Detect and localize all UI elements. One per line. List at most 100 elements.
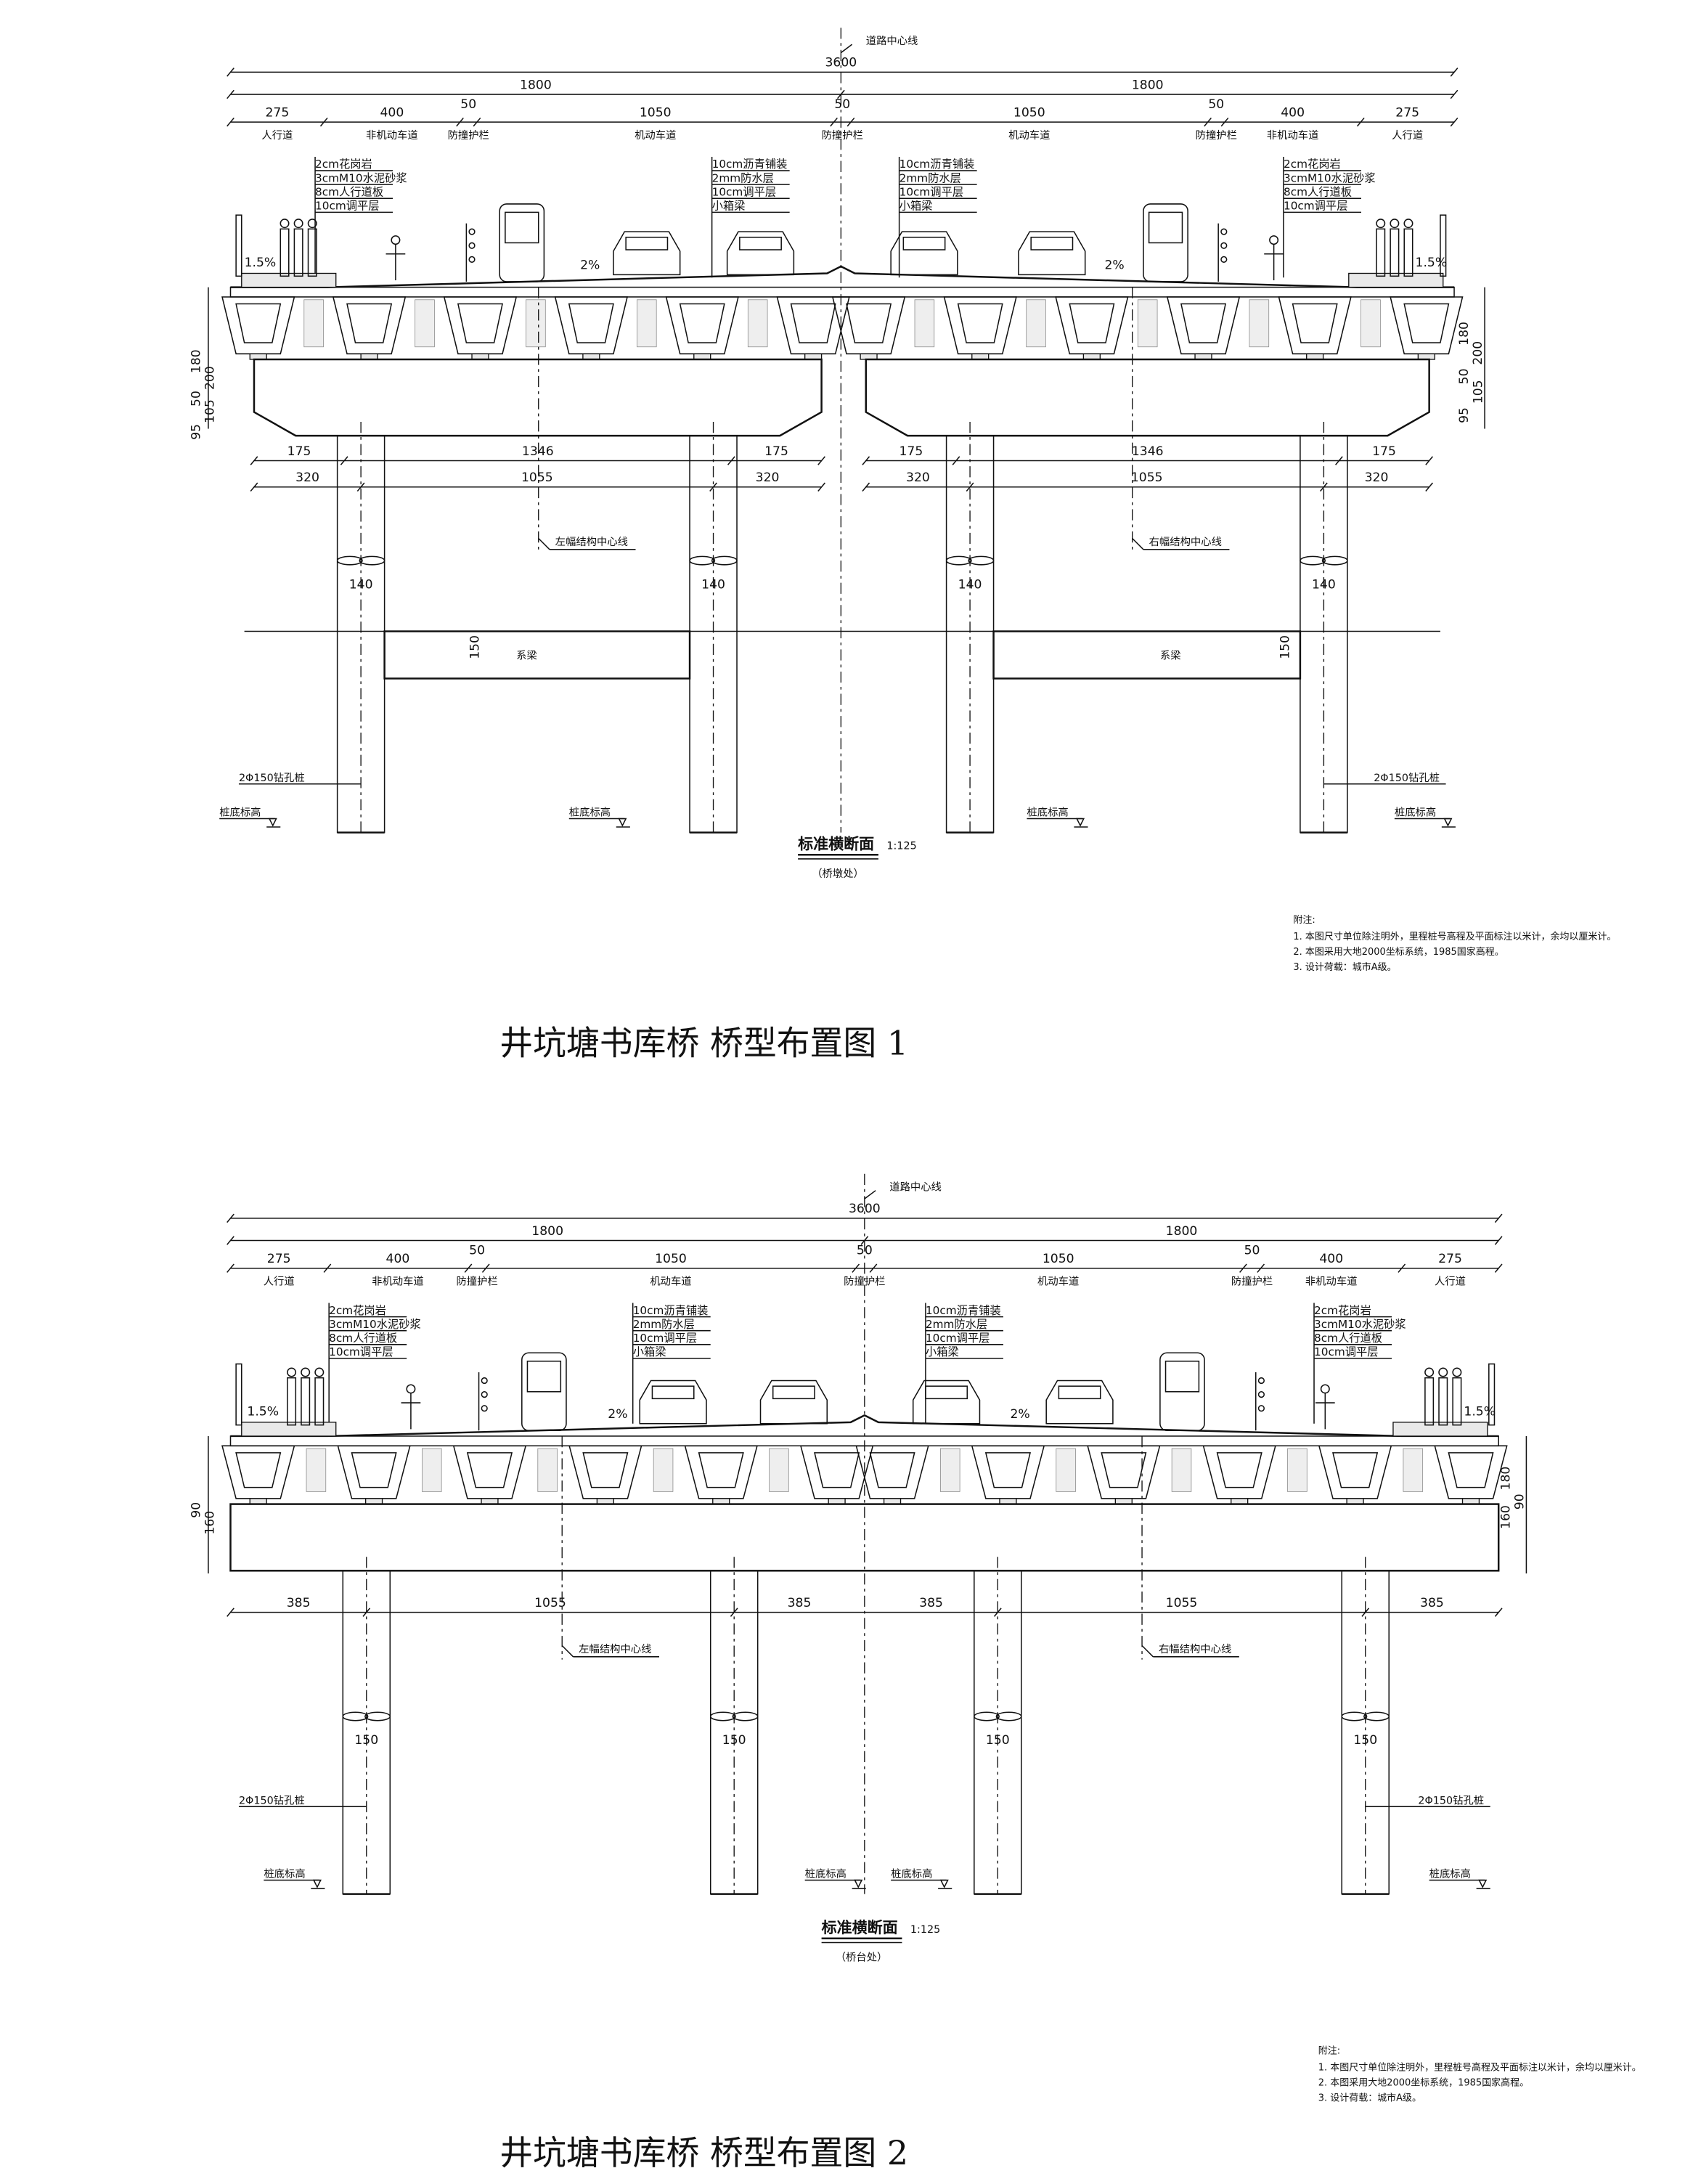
cyclist-icon	[1320, 1384, 1330, 1394]
dim-tick	[966, 482, 974, 492]
structure-centerline-label: 右幅结构中心线	[1149, 536, 1222, 548]
pile-break	[732, 1711, 759, 1721]
lane-label: 防撞护栏	[1196, 129, 1237, 142]
dim-tick	[846, 117, 855, 127]
pile-break	[359, 555, 385, 566]
wet-joint	[914, 299, 935, 348]
box-girder-cell	[1101, 1452, 1147, 1488]
note-item: 1. 本图尺寸单位除注明外，里程桩号高程及平面标注以米计，余均以厘米计。	[1293, 931, 1616, 942]
cross-slope-label: 2%	[580, 258, 600, 273]
height-dim-left: 95	[189, 424, 203, 440]
signal-light	[481, 1391, 488, 1398]
height-dim-right: 200	[1471, 341, 1485, 365]
dim-tick	[1257, 1263, 1265, 1273]
cyclist-icon	[391, 235, 401, 245]
cap-dim: 175	[287, 444, 311, 459]
signal-light	[468, 256, 476, 263]
wet-joint	[1056, 1448, 1076, 1492]
tie-beam-height: 150	[468, 635, 483, 659]
layer-label: 10cm沥青铺装	[633, 1304, 709, 1317]
dim-tick	[869, 1263, 878, 1273]
box-girder-cell	[466, 1452, 513, 1488]
small-box-girder	[1087, 1445, 1161, 1499]
lane-label: 人行道	[1435, 1276, 1466, 1288]
cross-slope-label: 1.5%	[1416, 256, 1448, 270]
pile-label: 2Φ150钻孔桩	[1418, 1794, 1484, 1806]
layer-label: 10cm调平层	[1284, 200, 1348, 213]
tie-beam-label: 系梁	[1160, 650, 1181, 662]
lane-label: 机动车道	[1037, 1276, 1079, 1288]
layer-label: 3cmM10水泥砂浆	[1284, 171, 1376, 184]
elevation-marker-icon	[1075, 818, 1085, 827]
dim-lane: 50	[460, 97, 476, 112]
pedestrian-icon	[280, 219, 290, 229]
pile-spacing-dim: 1055	[1131, 470, 1163, 485]
car-icon	[613, 231, 681, 276]
pier-cap-beam	[253, 358, 823, 437]
dim-total: 3600	[825, 56, 857, 70]
pile-break	[974, 1711, 1000, 1721]
height-dim-right: 90	[1513, 1494, 1527, 1509]
small-box-girder	[221, 1445, 295, 1499]
layer-label: 10cm调平层	[315, 200, 380, 213]
dim-tick	[362, 1608, 371, 1617]
layer-label: 10cm沥青铺装	[926, 1304, 1001, 1317]
box-girder-cell	[1292, 303, 1338, 343]
dim-lane: 50	[857, 1244, 873, 1258]
dim-tick	[1361, 1608, 1370, 1617]
dim-lane: 275	[1438, 1252, 1462, 1266]
lane-label: 防撞护栏	[1231, 1276, 1273, 1288]
height-dim-left: 90	[189, 1502, 203, 1518]
dim-tick	[1398, 1263, 1406, 1273]
pile-spacing-dim: 320	[906, 470, 930, 485]
elevation-marker-icon	[854, 1879, 863, 1888]
dim-tick	[1450, 68, 1459, 77]
small-box-girder	[1202, 1445, 1276, 1499]
dim-tick	[319, 117, 328, 127]
pedestrian-body	[1424, 1377, 1435, 1426]
small-box-girder	[971, 1445, 1045, 1499]
layer-label: 小箱梁	[926, 1345, 959, 1358]
car-icon	[1018, 231, 1086, 276]
small-box-girder	[776, 296, 850, 355]
pile-spacing-dim: 320	[756, 470, 780, 485]
leader	[538, 537, 550, 550]
pile-label: 2Φ150钻孔桩	[239, 1794, 305, 1806]
cross-slope-label: 1.5%	[247, 1404, 279, 1419]
pile-bottom-elevation-label: 桩底标高	[219, 807, 261, 819]
cap-dim: 175	[899, 444, 923, 459]
structure-centerline-label: 左幅结构中心线	[555, 536, 628, 548]
height-dim-left: 180	[189, 349, 203, 373]
pedestrian-icon	[314, 1367, 325, 1377]
deck-surface	[230, 265, 1455, 288]
layer-label: 小箱梁	[633, 1345, 666, 1358]
car-window	[925, 1385, 968, 1400]
layer-label: 10cm调平层	[1314, 1345, 1379, 1358]
dim-lane: 400	[1281, 106, 1305, 121]
dim-tick	[481, 1263, 490, 1273]
lamp-post-icon	[235, 1363, 242, 1426]
dim-tick	[862, 482, 870, 492]
layer-label: 8cm人行道板	[1314, 1332, 1382, 1345]
bus-icon	[521, 1352, 567, 1432]
wet-joint	[1171, 1448, 1192, 1492]
box-girder-cell	[790, 303, 836, 343]
wet-joint	[537, 1448, 558, 1492]
dim-half-right: 1800	[1166, 1224, 1198, 1239]
pedestrian-body	[293, 228, 303, 277]
signal-light	[468, 228, 476, 235]
lane-label: 机动车道	[650, 1276, 691, 1288]
wet-joint	[1026, 299, 1046, 348]
height-dim-left: 105	[203, 399, 218, 423]
pile-break	[1300, 555, 1326, 566]
layer-label: 小箱梁	[899, 200, 933, 213]
height-dim-right: 180	[1498, 1467, 1513, 1491]
pile-break	[995, 1711, 1022, 1721]
box-girder-cell	[957, 303, 1003, 343]
pile-bottom-elevation-label: 桩底标高	[805, 1868, 846, 1881]
pedestrian-icon	[307, 219, 317, 229]
leader	[864, 1190, 876, 1199]
dim-lane: 1050	[640, 106, 672, 121]
pile-diameter: 140	[701, 577, 725, 592]
box-girder-cell	[1332, 1452, 1379, 1488]
